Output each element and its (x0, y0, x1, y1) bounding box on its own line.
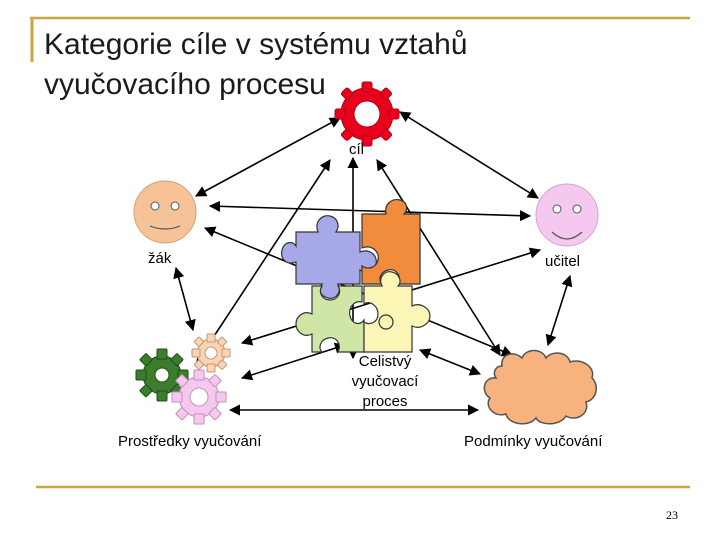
relation-arrows (173, 111, 573, 416)
puzzle-icon (281, 199, 431, 353)
goal-label: cíl (349, 141, 364, 158)
student-label: žák (148, 250, 172, 267)
arrow-goal-conditions (376, 159, 501, 356)
puzzle-knob (378, 314, 394, 330)
puzzle-piece-yellow (363, 271, 431, 353)
center-label-line2: vyučovací (351, 373, 419, 390)
page-title-line2: vyučovacího procesu (44, 68, 326, 101)
page-number: 23 (666, 508, 678, 522)
arrow-teacher-conditions (545, 274, 573, 347)
means-gears-icon (135, 333, 231, 425)
teacher-face-icon (535, 183, 599, 247)
conditions-cloud-icon (483, 349, 597, 425)
student-face-icon (133, 180, 197, 244)
conditions-label: Podmínky vyučování (464, 433, 603, 450)
arrow-goal-student (195, 117, 341, 197)
arrow-means-center (240, 342, 347, 381)
center-label: Celistvý vyučovací proces (330, 352, 440, 412)
puzzle-piece-blue (281, 215, 377, 299)
center-label-line1: Celistvý (358, 353, 412, 370)
arrow-student-means (173, 266, 196, 332)
means-label: Prostředky vyučování (118, 433, 262, 450)
center-label-line3: proces (362, 393, 408, 410)
teacher-label: učitel (545, 253, 581, 270)
page-title-line1: Kategorie cíle v systému vztahů (44, 28, 468, 61)
frame-lines (30, 16, 690, 489)
gear-pink-icon (171, 369, 227, 425)
arrow-center-conditions (418, 348, 482, 376)
goal-gear-icon (334, 81, 400, 147)
puzzle-piece-orange (361, 199, 421, 285)
arrow-goal-means (196, 159, 331, 363)
arrow-goal-teacher (399, 111, 539, 199)
